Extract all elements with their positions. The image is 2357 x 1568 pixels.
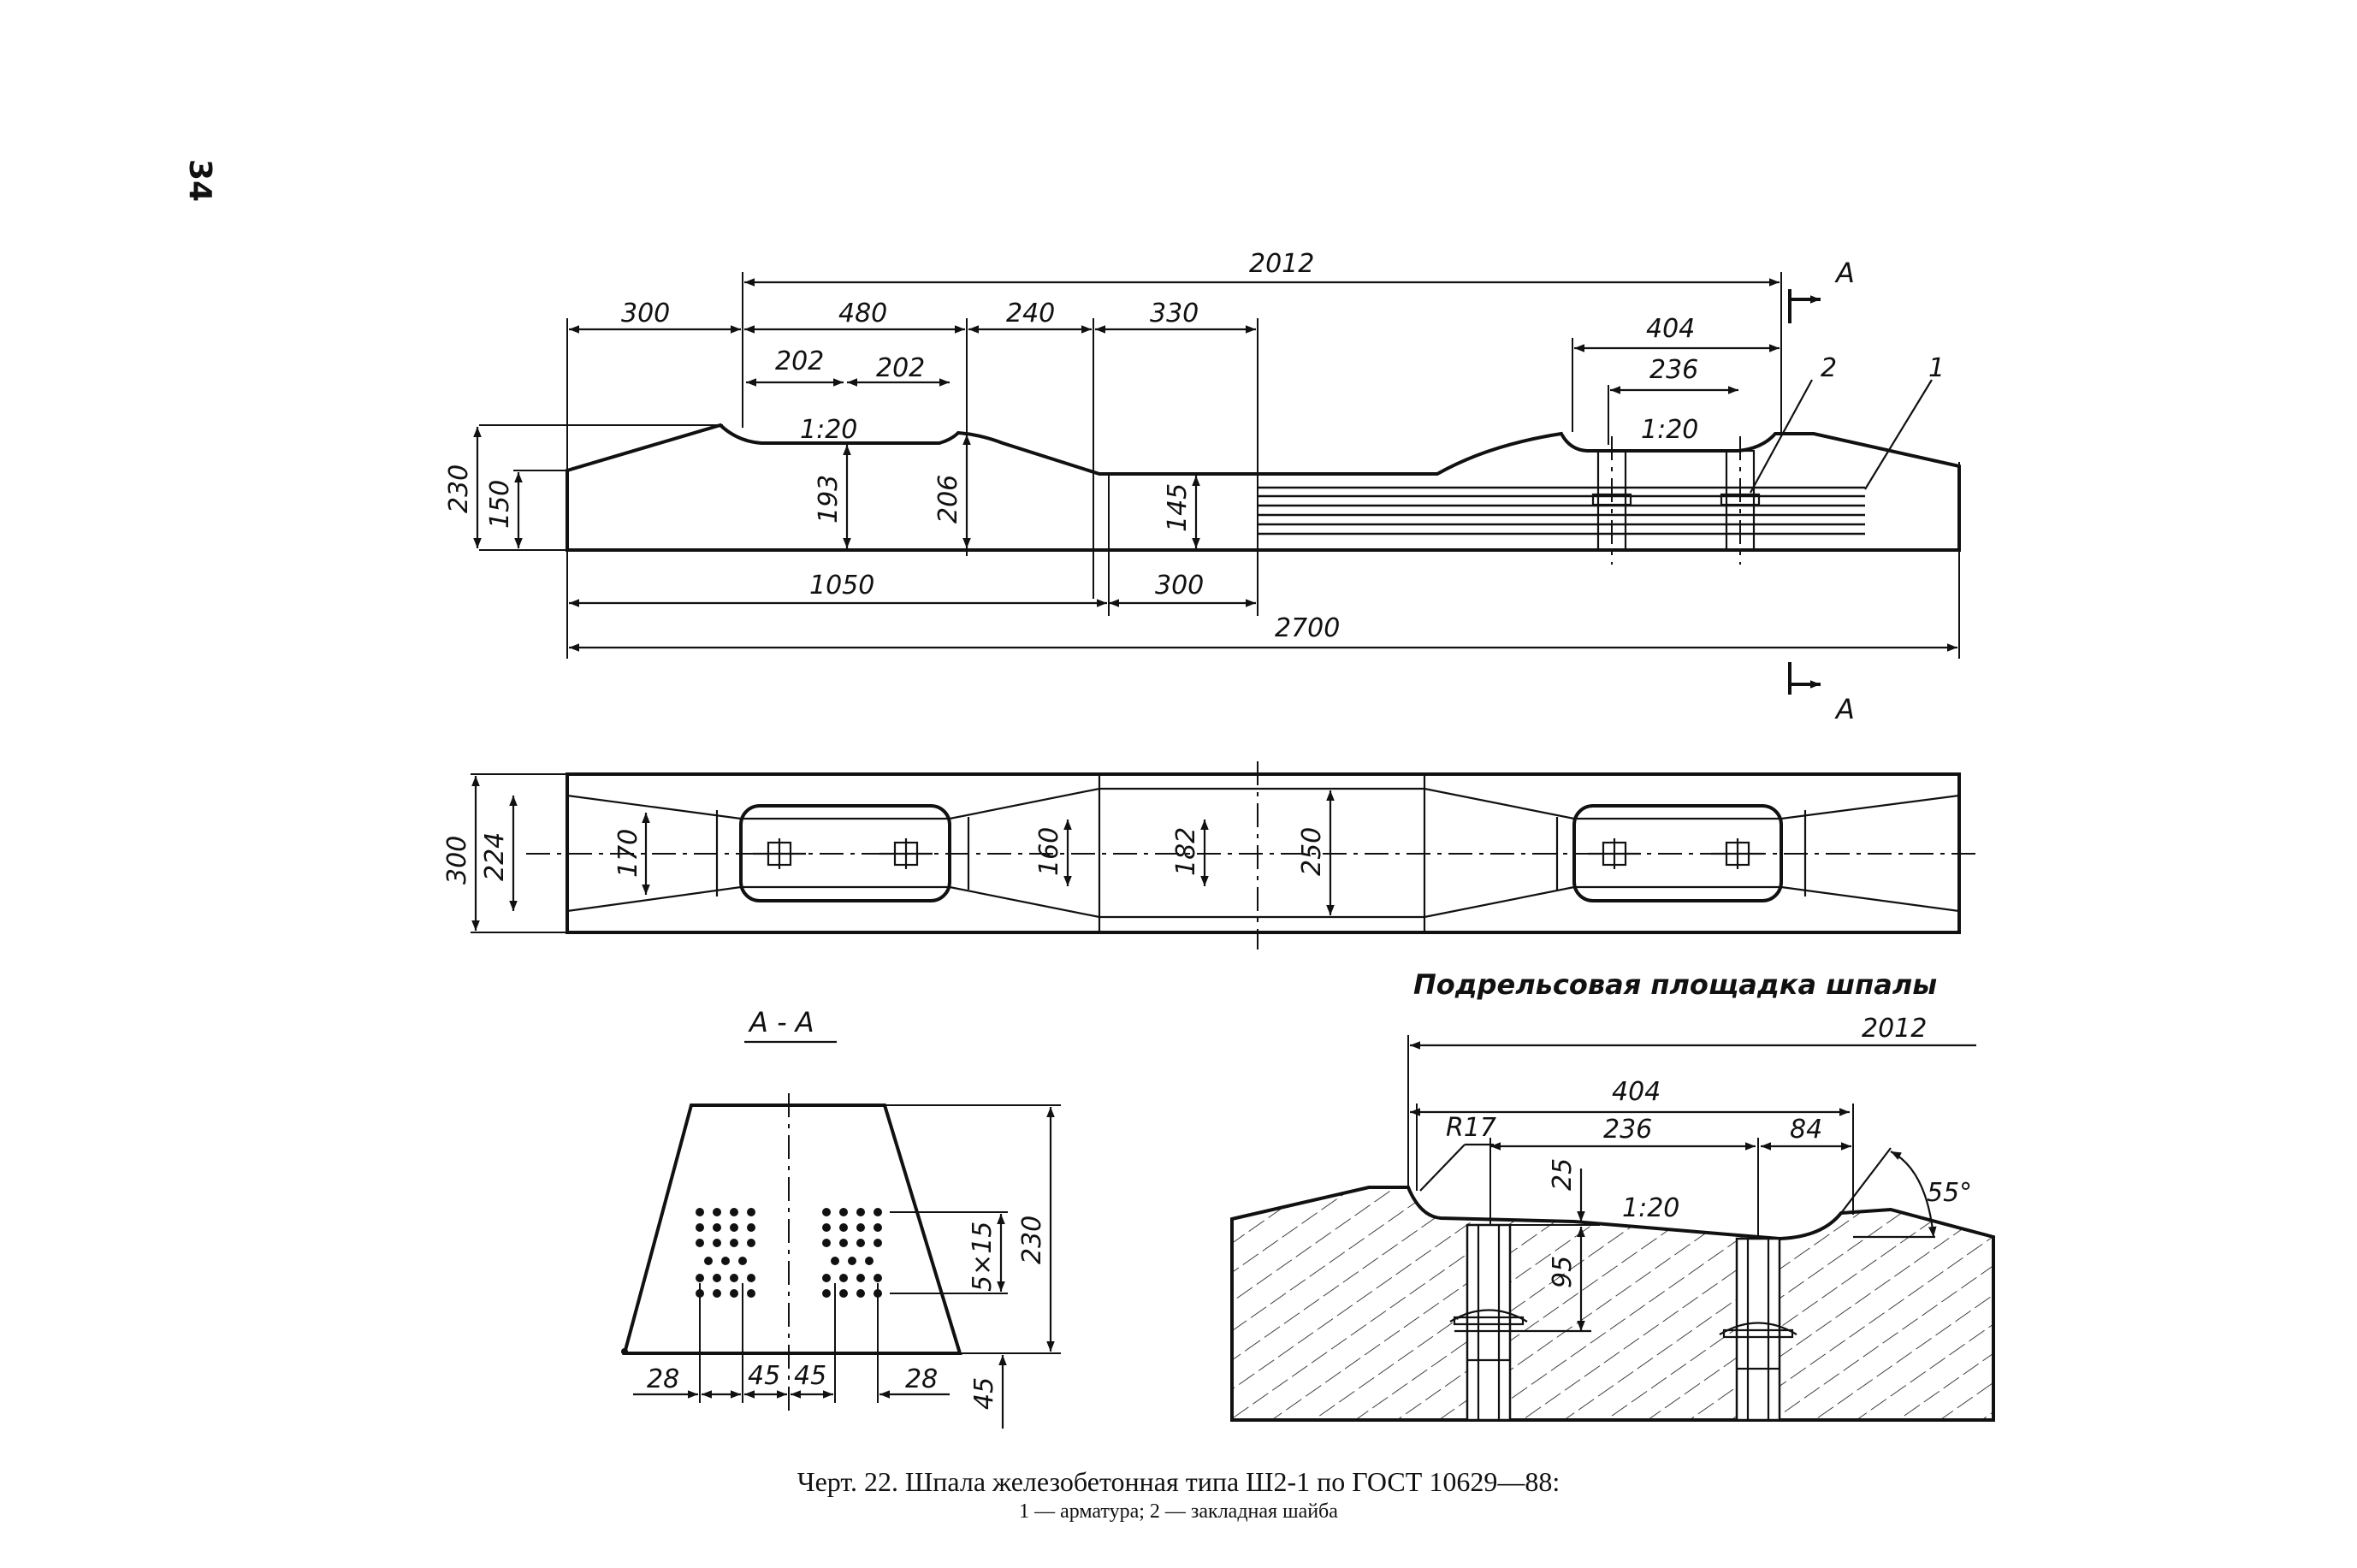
extension-lines bbox=[479, 272, 1960, 659]
slope-right: 1:20 bbox=[1641, 415, 1698, 445]
plan-dimension-lines bbox=[471, 773, 1335, 933]
dim-150: 150 bbox=[485, 480, 515, 529]
detail-dimension-lines bbox=[1407, 1035, 1976, 1331]
dim-224: 224 bbox=[480, 832, 510, 881]
dim-202a: 202 bbox=[775, 346, 824, 376]
side-dimension-lines bbox=[473, 278, 1957, 652]
callouts: 2 1 bbox=[1750, 353, 1945, 494]
side-dimension-text: 2012 300 480 240 330 202 202 404 236 1:2… bbox=[444, 249, 1698, 643]
dim-170: 170 bbox=[613, 829, 643, 878]
slope-detail: 1:20 bbox=[1622, 1193, 1679, 1223]
dim-182: 182 bbox=[1171, 827, 1201, 876]
dim-404: 404 bbox=[1646, 314, 1695, 344]
detail-dimension-text: 2012 404 R17 236 84 25 95 55° 1:20 bbox=[1446, 1014, 1972, 1288]
rail-seat-detail: Подрельсовая площадка шпалы bbox=[1230, 968, 1995, 1422]
dim-45-a: 45 bbox=[748, 1361, 780, 1391]
plan-view: 300 224 170 160 182 250 bbox=[442, 761, 1976, 950]
dim-236: 236 bbox=[1649, 355, 1698, 385]
dim-404-detail: 404 bbox=[1612, 1077, 1661, 1107]
dim-84: 84 bbox=[1790, 1115, 1822, 1145]
slope-left: 1:20 bbox=[800, 415, 857, 445]
detail-title: Подрельсовая площадка шпалы bbox=[1413, 968, 1937, 1001]
figure-legend: 1 — арматура; 2 — закладная шайба bbox=[1019, 1500, 1338, 1523]
dim-230-sec: 230 bbox=[1017, 1216, 1047, 1264]
dim-300-b: 300 bbox=[1155, 571, 1204, 601]
dim-480: 480 bbox=[838, 299, 887, 328]
section-dimension-lines bbox=[633, 1104, 1061, 1429]
callout-2: 2 bbox=[1821, 353, 1837, 383]
dim-160: 160 bbox=[1034, 827, 1064, 876]
dim-250: 250 bbox=[1297, 827, 1327, 876]
dim-5x15: 5×15 bbox=[968, 1222, 998, 1292]
section-a-a: А - А bbox=[621, 1006, 1061, 1429]
dim-55-deg: 55° bbox=[1927, 1178, 1972, 1208]
dim-45-v: 45 bbox=[969, 1377, 999, 1410]
dim-330: 330 bbox=[1150, 299, 1199, 328]
dim-145: 145 bbox=[1163, 483, 1193, 532]
dim-r17: R17 bbox=[1446, 1113, 1496, 1143]
dim-45-b: 45 bbox=[794, 1361, 826, 1391]
dim-300: 300 bbox=[621, 299, 670, 328]
dim-28-left: 28 bbox=[647, 1364, 679, 1394]
dim-1050: 1050 bbox=[809, 571, 874, 601]
dim-230: 230 bbox=[444, 464, 474, 513]
dim-28-right: 28 bbox=[905, 1364, 938, 1394]
dim-2700: 2700 bbox=[1275, 613, 1340, 643]
dim-95: 95 bbox=[1548, 1256, 1578, 1288]
dim-193: 193 bbox=[814, 475, 844, 524]
dim-25: 25 bbox=[1548, 1158, 1578, 1191]
strand-dots bbox=[621, 1208, 882, 1355]
svg-text:А: А bbox=[1834, 693, 1855, 725]
dowel-holes bbox=[1591, 436, 1761, 565]
figure-caption: Черт. 22. Шпала железобетонная типа Ш2-1… bbox=[797, 1466, 1560, 1497]
dim-206: 206 bbox=[933, 475, 963, 524]
section-mark-a: А А bbox=[1788, 257, 1855, 725]
dim-240: 240 bbox=[1006, 299, 1055, 328]
reinforcement-lines bbox=[1258, 486, 1865, 535]
svg-text:А: А bbox=[1834, 257, 1855, 289]
dim-202b: 202 bbox=[876, 353, 925, 383]
dim-2012: 2012 bbox=[1249, 249, 1314, 279]
section-title: А - А bbox=[748, 1006, 814, 1038]
dim-236-detail: 236 bbox=[1603, 1115, 1652, 1145]
dim-2012-detail: 2012 bbox=[1862, 1014, 1927, 1044]
section-dimension-text: 230 5×15 28 45 45 28 45 bbox=[647, 1216, 1047, 1410]
callout-1: 1 bbox=[1928, 353, 1945, 383]
dim-300-plan: 300 bbox=[442, 836, 472, 885]
anchor-holes bbox=[753, 838, 1764, 869]
side-view: А А bbox=[444, 249, 1961, 725]
plan-dimension-text: 300 224 170 160 182 250 bbox=[442, 827, 1327, 885]
